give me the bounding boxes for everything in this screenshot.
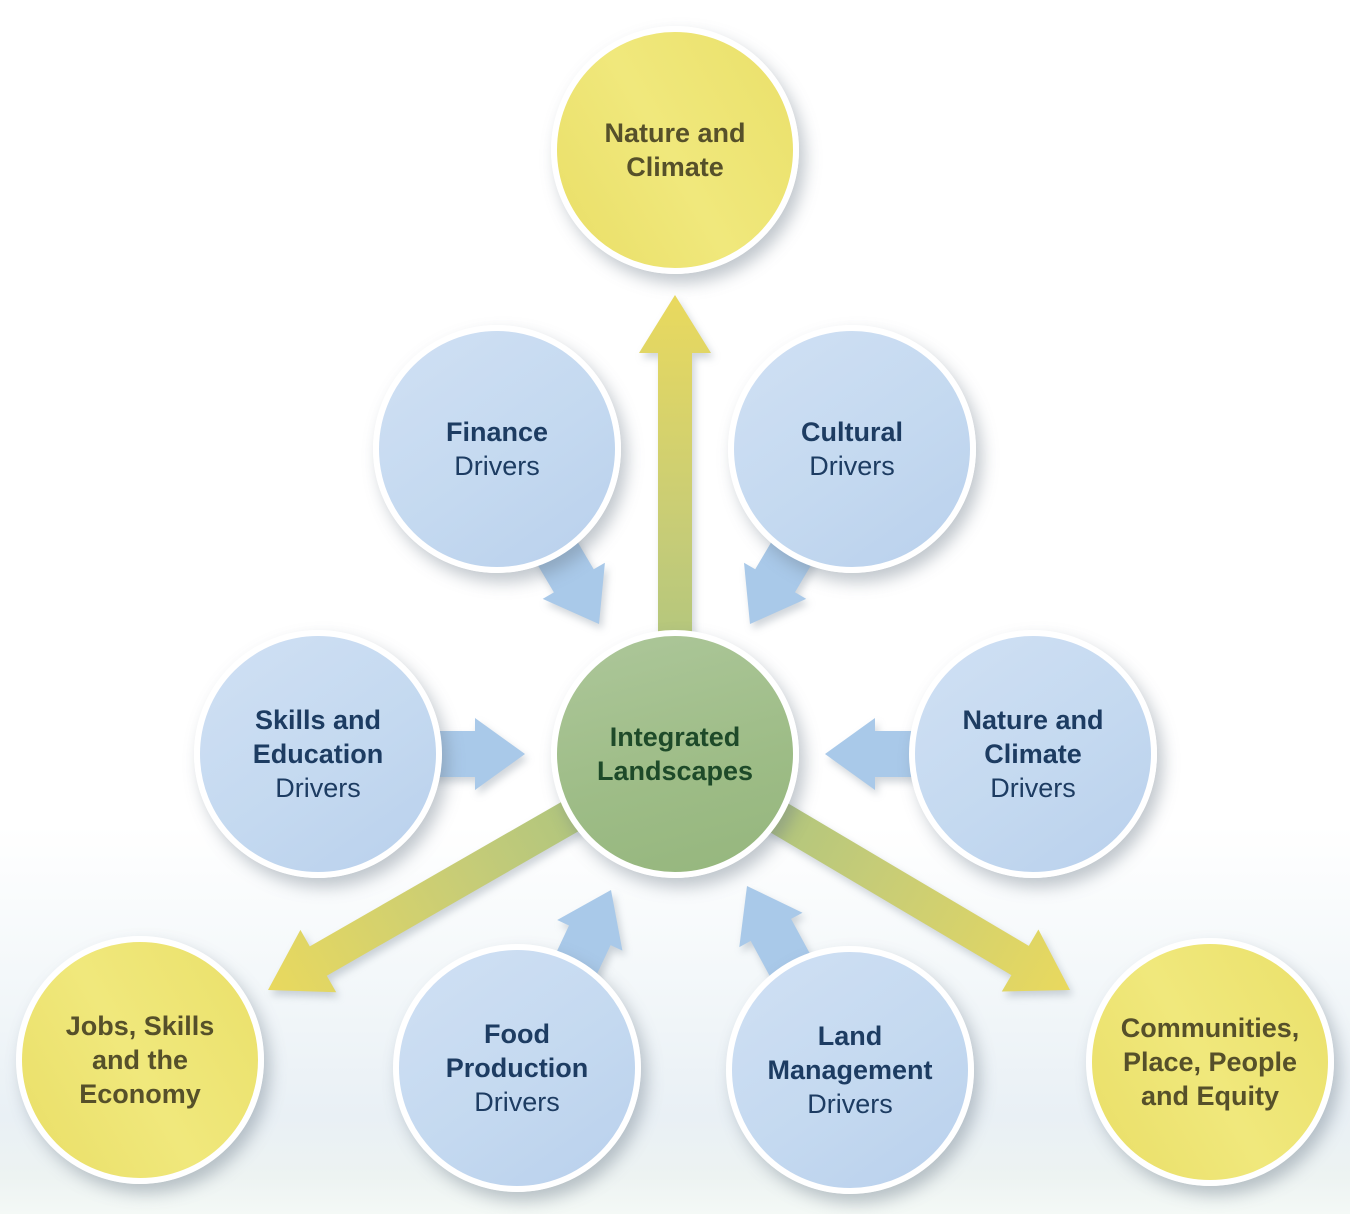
node-text: Cultural Drivers: [801, 415, 903, 483]
node-label: Finance: [445, 417, 549, 447]
node-label: Nature and Climate: [604, 118, 746, 182]
node-sublabel: Drivers: [454, 451, 540, 481]
node-finance-drivers: Finance Drivers: [373, 325, 621, 573]
node-integrated-landscapes-center: Integrated Landscapes: [551, 630, 799, 878]
node-label: Cultural: [800, 417, 903, 447]
node-nature-climate-drivers: Nature and Climate Drivers: [909, 630, 1157, 878]
node-text: Food Production Drivers: [446, 1017, 589, 1119]
node-text: Land Management Drivers: [767, 1019, 932, 1121]
node-communities-place-people-equity-outcome: Communities, Place, People and Equity: [1086, 938, 1334, 1186]
node-sublabel: Drivers: [275, 773, 361, 803]
node-jobs-skills-economy-outcome: Jobs, Skills and the Economy: [16, 936, 264, 1184]
node-sublabel: Drivers: [990, 773, 1076, 803]
node-label: Communities, Place, People and Equity: [1120, 1013, 1300, 1111]
node-label: Skills and Education: [252, 705, 384, 769]
node-land-management-drivers: Land Management Drivers: [726, 946, 974, 1194]
node-text: Nature and Climate Drivers: [962, 703, 1103, 805]
node-cultural-drivers: Cultural Drivers: [728, 325, 976, 573]
node-food-production-drivers: Food Production Drivers: [393, 944, 641, 1192]
node-text: Skills and Education Drivers: [253, 703, 384, 805]
node-label: Jobs, Skills and the Economy: [65, 1011, 215, 1109]
arrow-center-to-nature-climate: [639, 295, 711, 780]
node-label: Nature and Climate: [962, 705, 1104, 769]
node-sublabel: Drivers: [474, 1087, 560, 1117]
node-sublabel: Drivers: [809, 451, 895, 481]
node-sublabel: Drivers: [807, 1089, 893, 1119]
node-label: Integrated Landscapes: [596, 722, 754, 786]
node-text: Finance Drivers: [446, 415, 548, 483]
node-skills-education-drivers: Skills and Education Drivers: [194, 630, 442, 878]
node-label: Land Management: [767, 1021, 933, 1085]
node-label: Food Production: [445, 1019, 589, 1083]
node-nature-and-climate-outcome: Nature and Climate: [551, 26, 799, 274]
